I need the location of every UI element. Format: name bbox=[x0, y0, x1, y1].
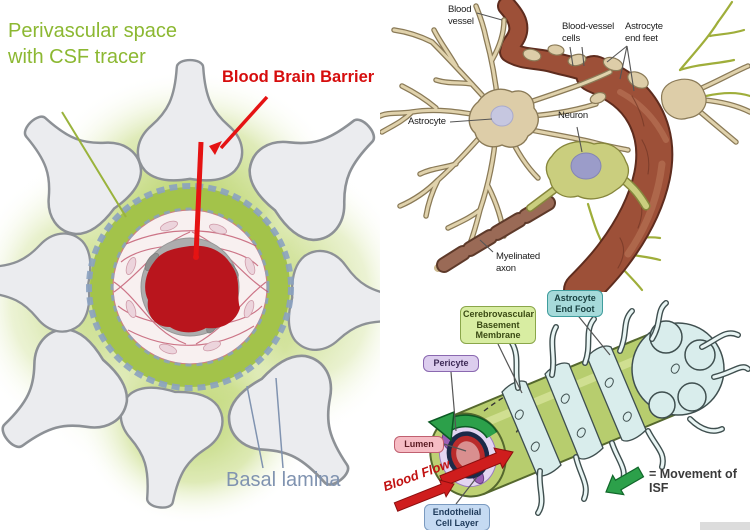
movement-of-isf-label: = Movement of ISF bbox=[649, 467, 737, 495]
perivascular-cross-section-illustration bbox=[0, 58, 380, 525]
astrocyte-branches bbox=[380, 3, 750, 257]
perivascular-pointer-line bbox=[61, 111, 127, 218]
vessel-segment-3d-illustration bbox=[393, 300, 750, 516]
astrocyte-end-foot-box: Astrocyte End Foot bbox=[547, 290, 603, 317]
bottom-right-gray-strip bbox=[700, 522, 750, 530]
label-pointer-lines bbox=[449, 12, 635, 253]
blood-brain-barrier-label: Blood Brain Barrier bbox=[222, 68, 375, 86]
pericyte-box: Pericyte bbox=[423, 355, 479, 372]
perivascular-space-label: Perivascular space with CSF tracer bbox=[8, 20, 177, 68]
blood-vessel-cells-label: Blood-vessel cells bbox=[562, 21, 614, 44]
blood-vessel bbox=[497, 0, 674, 292]
astrocyte-label: Astrocyte bbox=[408, 116, 446, 127]
endothelial-cell-layer-box: Endothelial Cell Layer bbox=[424, 504, 490, 530]
blood-vessel-label: Blood vessel bbox=[448, 4, 474, 27]
neuron-nucleus bbox=[570, 152, 602, 180]
neurovascular-unit-illustration bbox=[380, 0, 750, 292]
blood-flow-arrows bbox=[393, 447, 514, 512]
neuron bbox=[526, 141, 651, 212]
end-foot-tendrils bbox=[509, 300, 750, 516]
basement-membrane-box: Cerebrovascular Basement Membrane bbox=[460, 306, 536, 344]
vessel-lumen bbox=[145, 245, 240, 333]
myelinated-axon-label: Myelinated axon bbox=[496, 251, 540, 274]
isf-face-arrow bbox=[427, 410, 498, 442]
neuron-label: Neuron bbox=[558, 110, 588, 121]
isf-legend-arrow bbox=[605, 466, 645, 496]
basal-lamina-pointer-lines bbox=[246, 377, 284, 469]
astrocyte-end-feet-label: Astrocyte end feet bbox=[625, 21, 663, 44]
astrocyte-nucleus bbox=[490, 105, 514, 127]
myelinated-axon bbox=[434, 195, 556, 273]
box-pointer-lines bbox=[443, 311, 611, 505]
lumen-box: Lumen bbox=[394, 436, 444, 453]
astrocyte-soma bbox=[468, 88, 539, 148]
bbb-indicator bbox=[193, 95, 269, 260]
basal-lamina-outer-ring bbox=[86, 183, 294, 391]
basal-lamina-label: Basal lamina bbox=[226, 469, 341, 491]
band-squiggles bbox=[514, 363, 680, 452]
